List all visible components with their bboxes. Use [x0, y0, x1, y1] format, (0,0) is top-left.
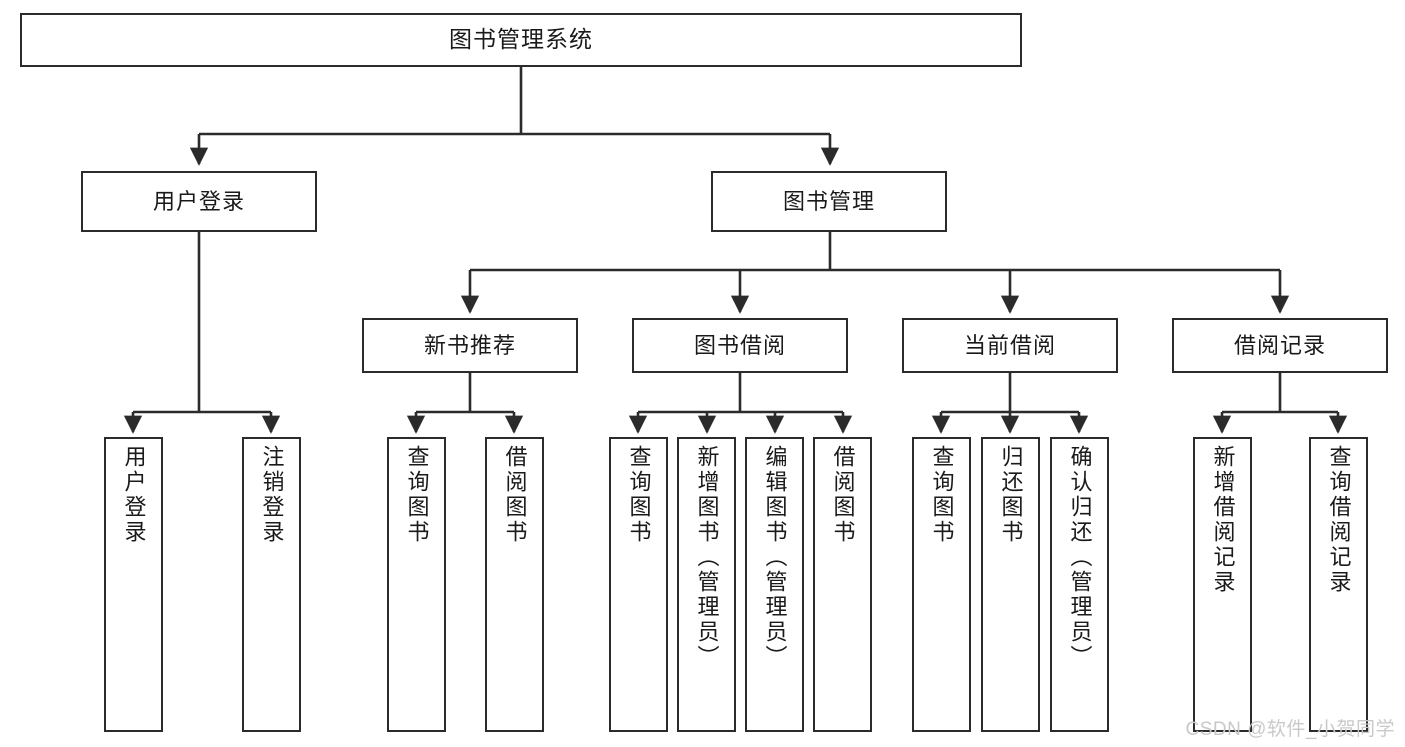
node-label: 确认归还（管理员） [1067, 445, 1093, 670]
node-root-system[interactable]: 图书管理系统 [20, 13, 1022, 67]
node-label: 当前借阅 [963, 332, 1056, 358]
leaf-return-book[interactable]: 归还图书 [981, 437, 1040, 732]
node-label: 查询图书 [404, 445, 430, 545]
leaf-confirm-return-admin[interactable]: 确认归还（管理员） [1050, 437, 1109, 732]
node-label: 归还图书 [998, 445, 1024, 545]
leaf-query-book-newbook[interactable]: 查询图书 [387, 437, 446, 732]
node-current-borrow[interactable]: 当前借阅 [902, 318, 1118, 373]
node-label: 借阅图书 [502, 445, 528, 545]
node-user-login[interactable]: 用户登录 [81, 171, 317, 232]
leaf-add-borrow-record[interactable]: 新增借阅记录 [1193, 437, 1252, 732]
leaf-query-book-current[interactable]: 查询图书 [912, 437, 971, 732]
leaf-add-book-admin[interactable]: 新增图书（管理员） [677, 437, 736, 732]
leaf-borrow-book-newbook[interactable]: 借阅图书 [485, 437, 544, 732]
node-label: 图书管理 [782, 188, 875, 214]
node-label: 注销登录 [259, 445, 285, 545]
node-book-management[interactable]: 图书管理 [711, 171, 947, 232]
leaf-query-book-borrow[interactable]: 查询图书 [609, 437, 668, 732]
leaf-borrow-book[interactable]: 借阅图书 [813, 437, 872, 732]
watermark-text: CSDN @软件_小贺同学 [1185, 719, 1395, 740]
node-label: 新书推荐 [423, 332, 516, 358]
node-borrow-record[interactable]: 借阅记录 [1172, 318, 1388, 373]
node-label: 编辑图书（管理员） [762, 445, 788, 670]
leaf-logout[interactable]: 注销登录 [242, 437, 301, 732]
node-label: 查询图书 [929, 445, 955, 545]
node-label: 借阅图书 [830, 445, 856, 545]
leaf-user-login[interactable]: 用户登录 [104, 437, 163, 732]
node-label: 借阅记录 [1233, 332, 1326, 358]
leaf-edit-book-admin[interactable]: 编辑图书（管理员） [745, 437, 804, 732]
node-label: 查询图书 [626, 445, 652, 545]
node-label: 用户登录 [152, 188, 245, 214]
leaf-query-borrow-record[interactable]: 查询借阅记录 [1309, 437, 1368, 732]
node-book-borrow[interactable]: 图书借阅 [632, 318, 848, 373]
node-label: 新增借阅记录 [1210, 445, 1236, 595]
node-label: 查询借阅记录 [1326, 445, 1352, 595]
node-new-book-recommend[interactable]: 新书推荐 [362, 318, 578, 373]
node-label: 图书管理系统 [449, 26, 593, 53]
node-label: 新增图书（管理员） [694, 445, 720, 670]
node-label: 用户登录 [121, 445, 147, 545]
node-label: 图书借阅 [693, 332, 786, 358]
